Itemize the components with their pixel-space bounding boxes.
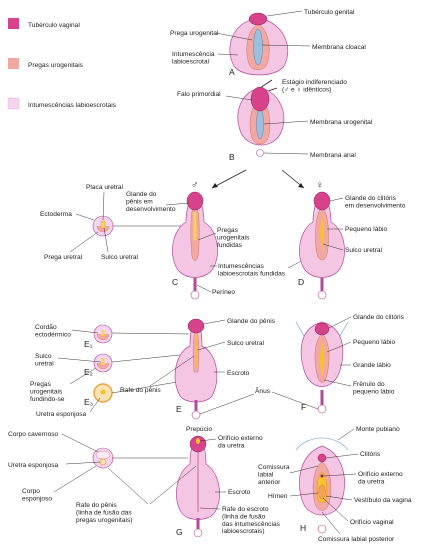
- stage-e-glans: [187, 318, 205, 334]
- label-a-tuberculo-genital: Tubérculo genital: [304, 9, 355, 16]
- legend-label-pregas: Pregas urogenitais: [28, 62, 84, 69]
- stage-a-cloacal-membrane: [253, 28, 263, 66]
- label-a-prega-urogenital: Prega urogenital: [170, 30, 219, 37]
- stage-h-urethral-orifice: [320, 474, 324, 478]
- stage-c-glans: [186, 191, 204, 211]
- label-d-sulco-uretral: Sulco uretral: [345, 247, 383, 254]
- label-a-membrana-cloacal: Membrana cloacal: [312, 44, 366, 51]
- label-e-anus: Ânus: [255, 386, 271, 395]
- stage-h-letter: H: [300, 523, 306, 533]
- stage-a-letter: A: [229, 67, 235, 77]
- stage-b-urogenital-membrane: [256, 108, 264, 140]
- label-e-rafe-penis: Rafe do pênis: [120, 387, 161, 394]
- label-g-corpo-cavernoso: Corpo cavernoso: [8, 431, 59, 438]
- stage-d-glans-clitoris: [313, 191, 331, 211]
- label-h-orificio-vaginal: Orifício vaginal: [350, 519, 394, 526]
- stage-b-anal-membrane: [256, 149, 264, 157]
- legend-swatch-pregas: [8, 58, 19, 69]
- legend-swatch-intumescencias: [7, 97, 20, 110]
- label-c-prega-uretral: Prega uretral: [44, 254, 83, 261]
- arrow-to-male: [211, 169, 247, 189]
- label-h-clitoris: Clitóris: [360, 451, 381, 458]
- stage-e-anus: [191, 410, 201, 420]
- stage-f: Glande do clitóris Pequeno lábio Grande …: [271, 314, 405, 414]
- stage-h-mons-pubis: [295, 437, 349, 451]
- label-b-membrana-urogenital: Membrana urogenital: [310, 119, 373, 126]
- label-f-glande-clitoris: Glande do clitóris: [353, 314, 405, 321]
- stage-c: Placa uretral Ectoderma Prega uretral Su…: [40, 184, 308, 300]
- label-h-himen: Hímen: [268, 493, 288, 500]
- stage-c-letter: C: [172, 277, 178, 287]
- stage-a: Tubérculo genital Prega urogenital Membr…: [170, 9, 366, 77]
- female-symbol: ♀: [316, 180, 324, 191]
- stage-b: Falo primordial Membrana urogenital Memb…: [177, 86, 373, 162]
- stage-f-letter: F: [301, 402, 306, 412]
- stage-d-urethral-groove: [320, 212, 324, 250]
- label-f-grande-labio: Grande lábio: [353, 362, 391, 369]
- stage-e-letter: E: [176, 404, 182, 414]
- label-g-escroto: Escroto: [228, 489, 251, 496]
- label-f-pequeno-labio: Pequeno lábio: [353, 339, 395, 346]
- male-symbol: ♂: [191, 180, 199, 191]
- stage-c-urethral-plate: [100, 220, 106, 229]
- label-h-comissura-posterior: Comissura labial posterior: [318, 536, 395, 543]
- stage-a-genital-tubercle: [248, 12, 268, 26]
- label-e-glande-penis: Glande do pênis: [227, 318, 276, 325]
- stage-g-letter: G: [176, 527, 183, 537]
- stage-h-clitoris: [317, 453, 327, 463]
- label-e-sulco-uretral-right: Sulco uretral: [227, 340, 265, 347]
- label-c-perineo: Períneo: [212, 289, 235, 296]
- stage-h-vaginal-orifice: [318, 484, 326, 500]
- label-b-falo: Falo primordial: [177, 91, 221, 98]
- stage-b-phallus: [250, 86, 270, 112]
- stage-f-glans-clitoris: [314, 322, 330, 336]
- label-b-membrana-anal: Membrana anal: [310, 152, 356, 159]
- label-e-escroto: Escroto: [227, 370, 250, 377]
- stage-b-letter: B: [229, 152, 235, 162]
- label-c-placa-uretral: Placa uretral: [86, 184, 124, 191]
- stage-d-letter: D: [298, 277, 304, 287]
- label-g-prepucio: Prepúcio: [186, 426, 212, 433]
- label-c-sulco-uretral: Sulco uretral: [101, 254, 139, 261]
- legend-label-tuberculo: Tubérculo vaginal: [28, 22, 80, 29]
- label-e1: E₁: [84, 339, 93, 349]
- legend: Tubérculo vaginal Pregas urogenitais Int…: [7, 18, 117, 110]
- label-c-ectoderma: Ectoderma: [40, 211, 72, 218]
- stage-g-urethral-orifice: [196, 438, 200, 444]
- legend-label-intumescencias: Intumescências labioescrotais: [28, 102, 117, 109]
- label-d-pequeno-labio: Pequeno lábio: [345, 226, 387, 233]
- label-g-uretra-esponjosa: Uretra esponjosa: [8, 462, 59, 469]
- legend-swatch-tuberculo: [8, 18, 19, 29]
- label-e-uretra-esponjosa: Uretra esponjosa: [36, 411, 87, 418]
- label-e2: E₂: [84, 367, 93, 377]
- label-b-estagio: Estágio indiferenciado(♂ e ♀ idênticos): [282, 79, 347, 93]
- label-h-monte-pubiano: Monte pubiano: [356, 426, 400, 433]
- label-h-vestibulo: Vestíbulo da vagina: [354, 497, 412, 504]
- label-e3: E₃: [84, 397, 93, 407]
